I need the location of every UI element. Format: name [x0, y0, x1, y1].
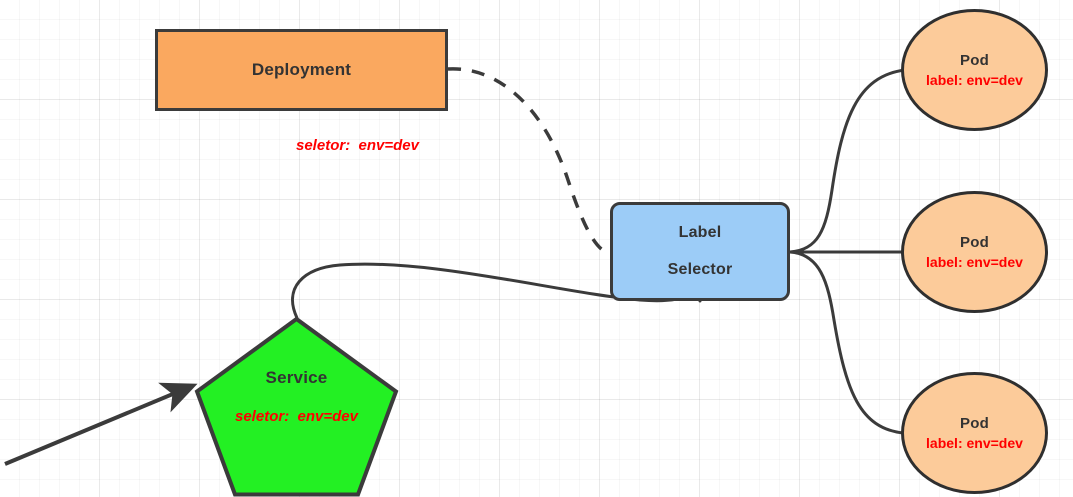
service-selector-label: seletor: env=dev [235, 408, 358, 425]
node-pod-1[interactable]: Pod label: env=dev [901, 9, 1048, 131]
pod-label: label: env=dev [926, 72, 1023, 88]
service-title: Service [265, 368, 328, 387]
edge-label-selector-to-pod-3 [788, 250, 905, 435]
pod-title: Pod [960, 52, 989, 69]
deployment-title: Deployment [251, 60, 352, 79]
pod-title: Pod [960, 415, 989, 432]
edge-deployment-to-label-selector [447, 67, 611, 255]
pod-label: label: env=dev [926, 435, 1023, 451]
label-selector-line2: Selector [667, 260, 733, 278]
deployment-selector-annotation: seletor: env=dev [296, 137, 419, 154]
pod-label: label: env=dev [926, 254, 1023, 270]
pod-title: Pod [960, 234, 989, 251]
edge-label-selector-to-pod-1 [788, 68, 907, 254]
label-selector-line1: Label [678, 224, 722, 242]
node-label-selector[interactable]: Label Selector [610, 202, 790, 301]
edge-external-to-service [4, 382, 198, 466]
pentagon-shape [194, 316, 399, 497]
node-service[interactable]: Service seletor: env=dev [194, 316, 399, 497]
node-pod-3[interactable]: Pod label: env=dev [901, 372, 1048, 494]
node-pod-2[interactable]: Pod label: env=dev [901, 191, 1048, 313]
node-deployment[interactable]: Deployment [155, 29, 448, 111]
